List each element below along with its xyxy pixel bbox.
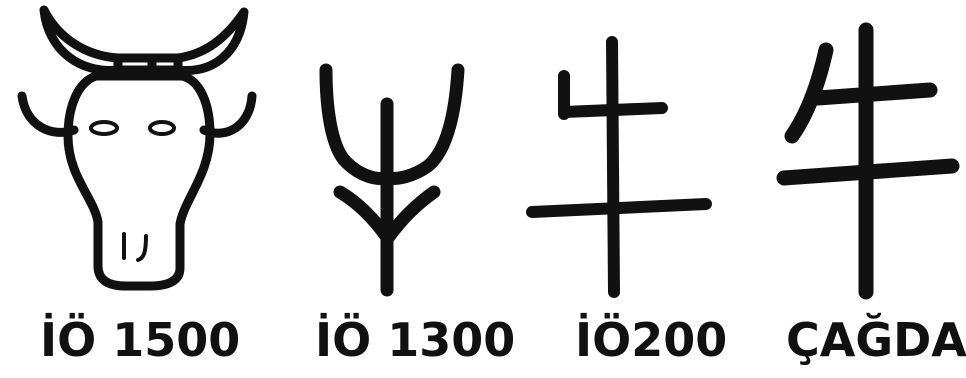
oracle-bone-ox-icon — [326, 70, 458, 290]
stage-label-3: İÖ200 — [575, 312, 727, 368]
stage-label-1: İÖ 1500 — [40, 312, 240, 368]
stage-label-2: İÖ 1300 — [315, 312, 515, 368]
stage-label-4: ÇAĞDAŞ — [786, 312, 966, 368]
ox-head-pictograph-icon — [22, 10, 252, 286]
seal-script-ox-icon — [532, 42, 706, 292]
modern-niu-character-icon — [784, 30, 952, 292]
glyph-row — [0, 0, 966, 300]
